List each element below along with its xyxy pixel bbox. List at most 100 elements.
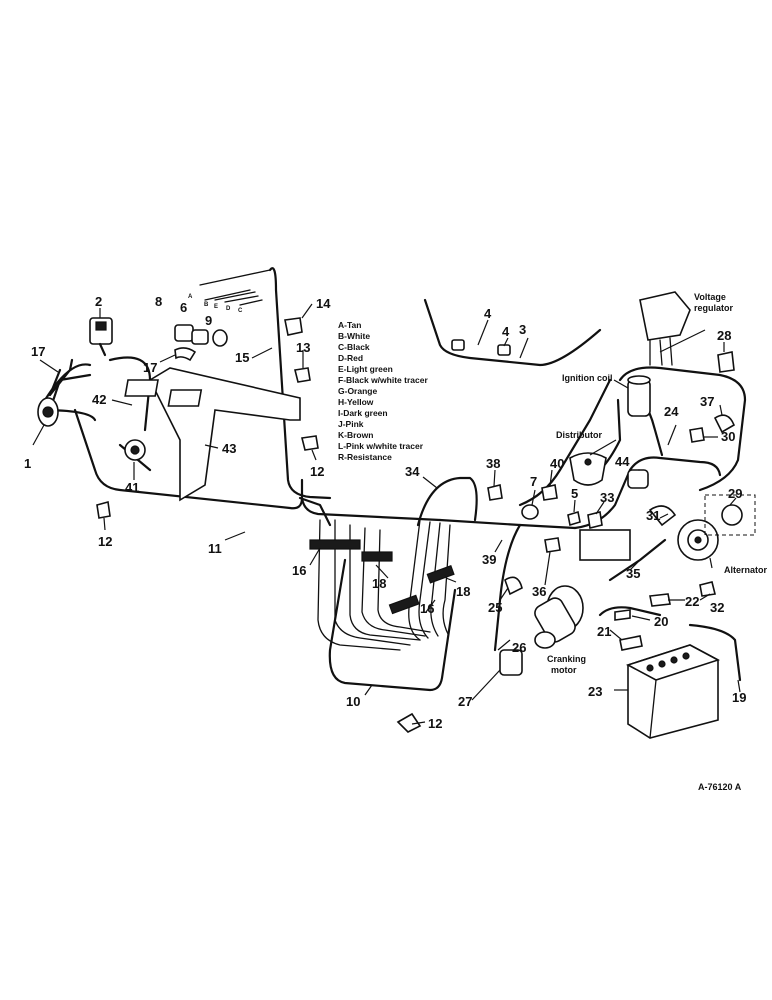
callout-16b: 16 <box>420 601 434 616</box>
callout-41: 41 <box>125 480 139 495</box>
callout-6: 6 <box>180 300 187 315</box>
wire-letter-d: D <box>226 306 231 312</box>
voltage-regulator-label-1: Voltage <box>694 292 726 302</box>
instrument-panel <box>148 367 301 502</box>
clip-12-bottom <box>396 712 422 733</box>
legend-item-10: K-Brown <box>338 430 373 440</box>
ignition-coil <box>627 379 651 417</box>
callout-40: 40 <box>550 456 564 471</box>
callout-4b: 4 <box>502 324 510 339</box>
wire-letters: A B E D C <box>188 294 243 314</box>
legend-item-9: J-Pink <box>338 419 364 429</box>
callout-32: 32 <box>710 600 724 615</box>
callout-44: 44 <box>615 454 630 469</box>
wire-letter-c: C <box>238 308 243 314</box>
callout-37: 37 <box>700 394 714 409</box>
callout-31: 31 <box>646 508 660 523</box>
voltage-regulator-label-2: regulator <box>694 303 734 313</box>
socket-8 <box>174 324 194 342</box>
callout-29: 29 <box>728 486 742 501</box>
callout-8: 8 <box>155 294 162 309</box>
legend-item-0: A-Tan <box>338 320 361 330</box>
callout-25: 25 <box>488 600 502 615</box>
wire-letter-e: E <box>214 304 218 310</box>
wire-color-legend: A-Tan B-White C-Black D-Red E-Light gree… <box>338 320 428 462</box>
distributor-label: Distributor <box>556 430 602 440</box>
legend-item-8: I-Dark green <box>338 408 388 418</box>
component-labels: Voltage regulator Ignition coil Distribu… <box>547 292 768 792</box>
callout-28: 28 <box>717 328 731 343</box>
callout-12c: 12 <box>428 716 442 731</box>
callout-26: 26 <box>512 640 526 655</box>
distributor <box>569 452 607 486</box>
callout-1: 1 <box>24 456 31 471</box>
callout-36: 36 <box>532 584 546 599</box>
drawing-number: A-76120 A <box>698 782 742 792</box>
wire-letter-b: B <box>204 302 209 308</box>
callout-7: 7 <box>530 474 537 489</box>
leader-lines <box>32 303 741 725</box>
clip-12-left <box>96 500 111 519</box>
callout-12a: 12 <box>98 534 112 549</box>
clip-17 <box>174 347 197 362</box>
callout-27: 27 <box>458 694 472 709</box>
legend-item-2: C-Black <box>338 342 370 352</box>
callout-4a: 4 <box>484 306 492 321</box>
callout-18a: 18 <box>372 576 386 591</box>
wire-letter-a: A <box>188 294 193 300</box>
callout-numbers: 1 2 3 4 4 5 6 7 8 9 10 11 12 12 12 13 14… <box>24 294 746 731</box>
clip-12 <box>301 435 319 451</box>
callout-18b: 18 <box>456 584 470 599</box>
callout-9: 9 <box>205 313 212 328</box>
terminal-block-16b <box>388 594 420 615</box>
components <box>37 291 756 739</box>
callout-15: 15 <box>235 350 249 365</box>
legend-item-12: R-Resistance <box>338 452 392 462</box>
legend-item-7: H-Yellow <box>338 397 374 407</box>
terminal-block-18b <box>426 565 455 584</box>
callout-24: 24 <box>664 404 679 419</box>
callout-17b: 17 <box>143 360 157 375</box>
callout-33: 33 <box>600 490 614 505</box>
callout-43: 43 <box>222 441 236 456</box>
connector-44 <box>627 469 649 489</box>
clip-13 <box>294 367 311 383</box>
connector-29 <box>704 494 756 536</box>
callout-12b: 12 <box>310 464 324 479</box>
alternator-label: Alternator <box>724 565 768 575</box>
callout-42: 42 <box>92 392 106 407</box>
callout-20: 20 <box>654 614 668 629</box>
callout-17a: 17 <box>31 344 45 359</box>
callout-30: 30 <box>721 429 735 444</box>
terminal-box <box>579 529 631 561</box>
clip-14 <box>284 317 303 336</box>
legend-item-4: E-Light green <box>338 364 393 374</box>
callout-11: 11 <box>208 541 222 556</box>
legend-item-1: B-White <box>338 331 370 341</box>
terminal-block-16 <box>309 539 361 550</box>
callout-5: 5 <box>571 486 578 501</box>
legend-item-11: L-Pink w/white tracer <box>338 441 424 451</box>
callout-39: 39 <box>482 552 496 567</box>
legend-item-6: G-Orange <box>338 386 377 396</box>
socket-9 <box>212 329 228 347</box>
connector-27 <box>499 649 523 676</box>
callout-13: 13 <box>296 340 310 355</box>
callout-22: 22 <box>685 594 699 609</box>
legend-item-5: F-Black w/white tracer <box>338 375 428 385</box>
callout-23: 23 <box>588 684 602 699</box>
callout-19: 19 <box>732 690 746 705</box>
legend-item-3: D-Red <box>338 353 363 363</box>
callout-10: 10 <box>346 694 360 709</box>
callout-2: 2 <box>95 294 102 309</box>
terminal-block-18 <box>361 551 393 562</box>
callout-16a: 16 <box>292 563 306 578</box>
callout-38: 38 <box>486 456 500 471</box>
ignition-coil-label: Ignition coil <box>562 373 613 383</box>
callout-3: 3 <box>519 322 526 337</box>
voltage-regulator <box>639 291 691 341</box>
callout-21: 21 <box>597 624 611 639</box>
cranking-motor-label-1: Cranking <box>547 654 586 664</box>
callout-14: 14 <box>316 296 331 311</box>
